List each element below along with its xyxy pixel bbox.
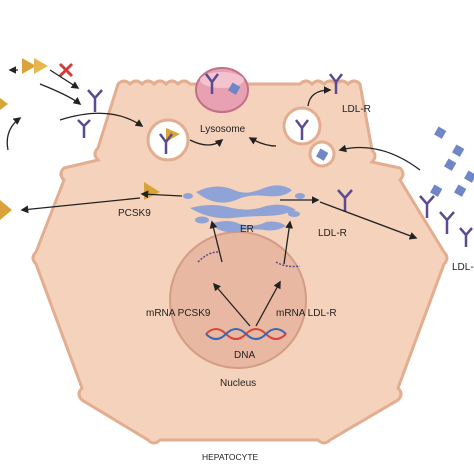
inhibition-cross [58, 62, 74, 78]
ldlr-surface-left-2 [77, 119, 91, 138]
label-pcsk9: PCSK9 [118, 208, 151, 219]
pcsk9-outside [0, 58, 48, 220]
mrna-strands [197, 251, 301, 268]
ldlr-surface-right [329, 73, 343, 94]
ldl-particle-in-endosome [316, 148, 329, 161]
label-mrna-ldlr: mRNA LDL-R [276, 308, 337, 319]
label-lysosome: Lysosome [200, 124, 246, 135]
label-er: ER [240, 224, 254, 235]
label-mrna-pcsk9: mRNA PCSK9 [146, 308, 211, 319]
lysosome-top [195, 67, 249, 113]
pathway-arrows [6, 66, 421, 327]
receptor-in-endosome [159, 133, 173, 154]
label-ldlr-top: LDL-R [342, 104, 371, 115]
endosome-left [146, 118, 190, 162]
endosome-right [282, 106, 336, 168]
ldlr-top-membrane [205, 73, 219, 94]
label-nucleus: Nucleus [220, 378, 256, 389]
ldlr-receptors-right [337, 189, 473, 247]
ldlr-surface-left [87, 89, 103, 112]
nucleus [169, 231, 307, 369]
label-dna: DNA [234, 350, 255, 361]
ldl-particle-in-lysosome [228, 82, 241, 95]
endoplasmic-reticulum [183, 185, 305, 233]
label-ldlr-right: LDL-R [318, 228, 347, 239]
label-hepatocyte: HEPATOCYTE [202, 452, 259, 462]
label-ldlr-edge: LDL- [452, 262, 474, 273]
dna-helix [205, 328, 287, 340]
ldl-particles-outside [430, 126, 474, 197]
